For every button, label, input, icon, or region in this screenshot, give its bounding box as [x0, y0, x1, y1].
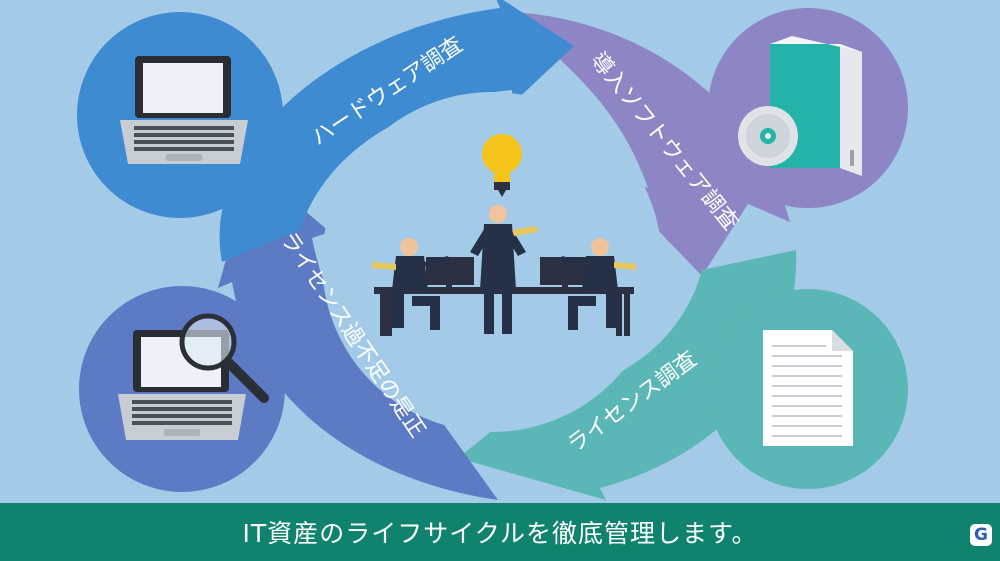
- arrow-software: [512, 12, 790, 276]
- brand-logo-letter: G: [974, 524, 988, 545]
- document-icon: [763, 330, 853, 446]
- arrow-hardware: [219, 0, 574, 262]
- lightbulb-icon: [482, 134, 522, 197]
- caption-bar: IT資産のライフサイクルを徹底管理します。: [0, 503, 1000, 561]
- team-meeting-illustration: [372, 134, 636, 336]
- software-box-icon: [738, 36, 862, 176]
- caption-text: IT資産のライフサイクルを徹底管理します。: [242, 519, 758, 548]
- laptop-icon: [120, 56, 248, 164]
- arrow-license: [458, 250, 797, 500]
- brand-logo: G: [970, 524, 992, 546]
- magnifier-laptop-icon: [118, 313, 269, 440]
